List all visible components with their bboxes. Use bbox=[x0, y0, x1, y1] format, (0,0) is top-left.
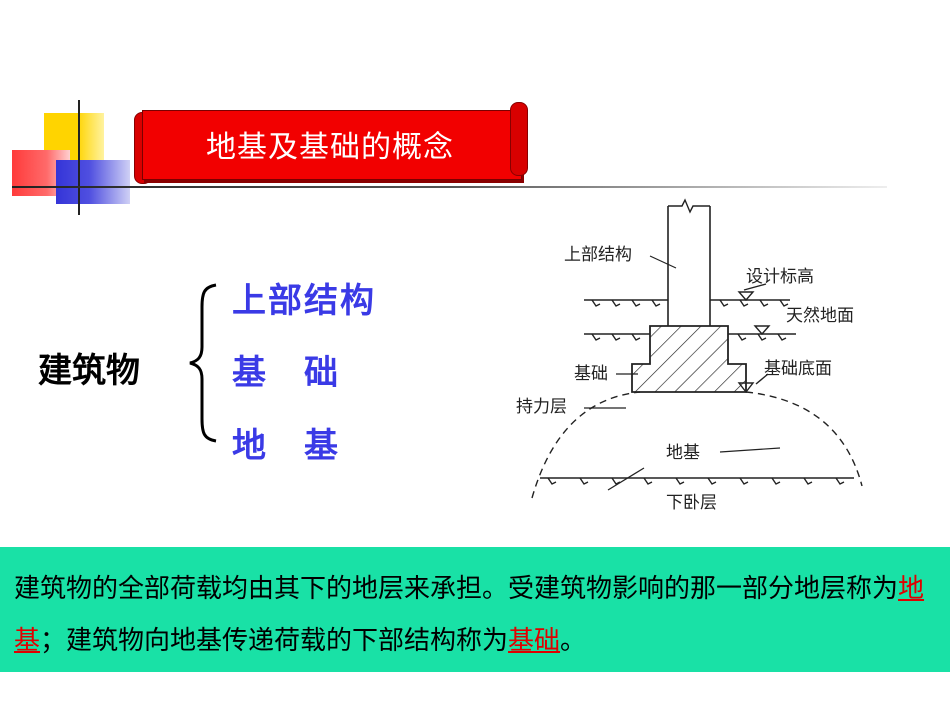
label-underlying-layer: 下卧层 bbox=[666, 493, 717, 513]
slide-title: 地基及基础的概念 bbox=[206, 130, 454, 165]
bearing-layer-arc bbox=[531, 391, 863, 499]
design-elevation-line bbox=[584, 283, 790, 307]
term-subsoil: 地基 bbox=[14, 574, 925, 656]
definition-part-2: ；建筑物向地基传递荷载的下部结构称为 bbox=[40, 626, 509, 656]
decor-vertical-line bbox=[78, 100, 80, 215]
label-bearing-layer: 持力层 bbox=[516, 397, 567, 417]
building-label: 建筑物 bbox=[38, 351, 140, 391]
definition-part-1: 建筑物的全部荷载均由其下的地层来承担。受建筑物影响的那一部分地层称为 bbox=[14, 574, 899, 604]
label-superstructure: 上部结构 bbox=[564, 245, 632, 265]
label-foundation: 基础 bbox=[574, 364, 608, 384]
foundation-diagram: 上部结构 设计标高 天然地面 基础 基础底面 持力层 地基 下卧层 bbox=[516, 198, 863, 513]
underlying-layer-line bbox=[540, 477, 854, 485]
foundation-bottom-marker bbox=[737, 373, 769, 394]
leader-lines bbox=[584, 255, 781, 491]
definition-part-3: 。 bbox=[560, 626, 587, 656]
column bbox=[667, 198, 711, 326]
item-foundation: 基 础 bbox=[232, 353, 340, 393]
term-foundation: 基础 bbox=[508, 626, 561, 656]
label-natural-ground: 天然地面 bbox=[786, 306, 854, 326]
label-design-elevation: 设计标高 bbox=[746, 267, 814, 287]
definition-box bbox=[0, 547, 950, 672]
natural-ground-line bbox=[584, 325, 796, 341]
header-divider bbox=[12, 186, 887, 188]
decor-blue-square bbox=[56, 160, 130, 204]
item-subsoil: 地 基 bbox=[232, 426, 340, 466]
item-superstructure: 上部结构 bbox=[232, 281, 376, 321]
footing bbox=[631, 325, 747, 393]
label-foundation-bottom: 基础底面 bbox=[764, 359, 832, 379]
curly-brace bbox=[189, 283, 217, 443]
banner-scroll-right bbox=[510, 102, 528, 176]
label-subsoil: 地基 bbox=[666, 443, 700, 463]
definition-text: 建筑物的全部荷载均由其下的地层来承担。受建筑物影响的那一部分地层称为地基；建筑物… bbox=[14, 563, 944, 667]
